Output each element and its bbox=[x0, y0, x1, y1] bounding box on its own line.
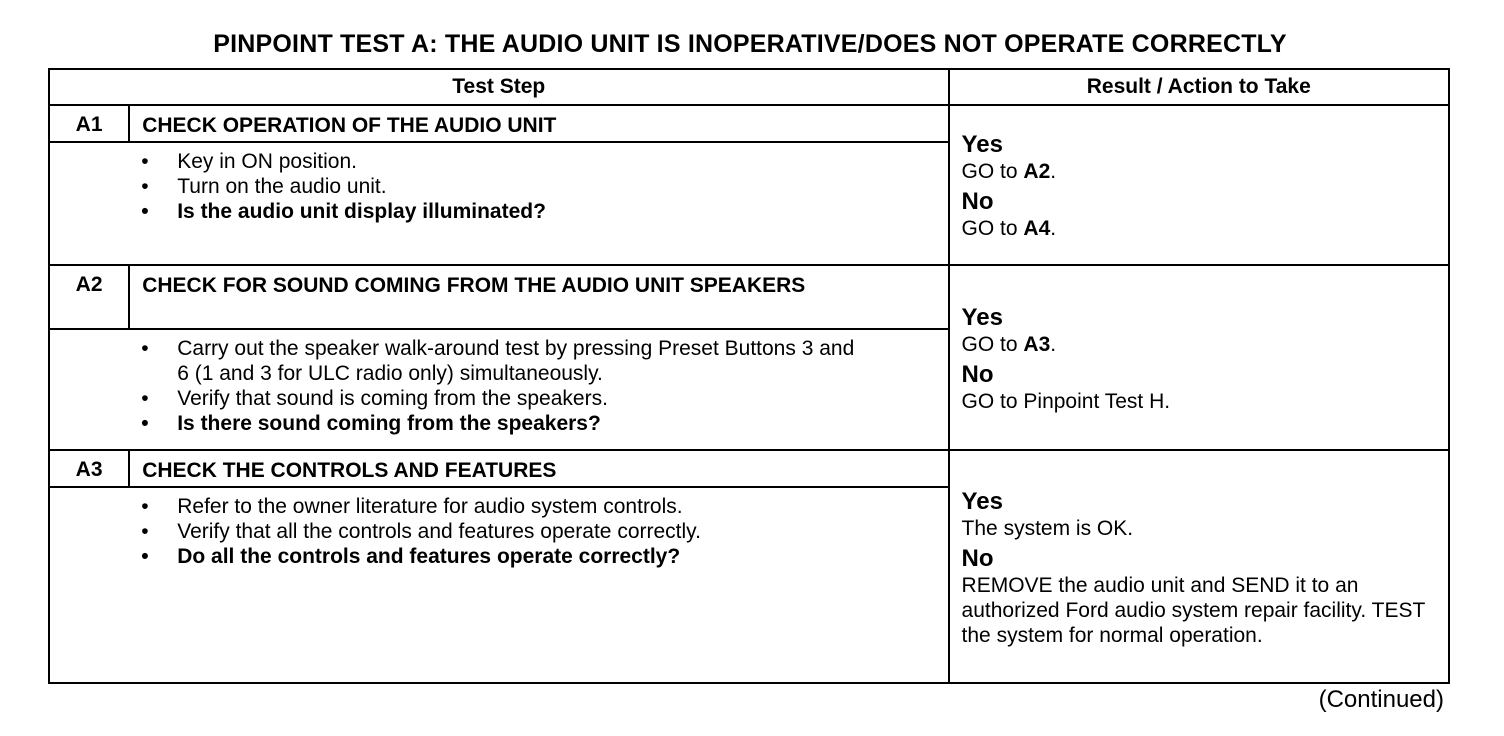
continued-note: (Continued) bbox=[1318, 686, 1444, 713]
step-body: Refer to the owner literature for audio … bbox=[129, 486, 950, 684]
step-heading: CHECK OPERATION OF THE AUDIO UNIT bbox=[128, 104, 950, 143]
step-a1: A1 CHECK OPERATION OF THE AUDIO UNIT Yes… bbox=[47, 104, 1451, 266]
no-label: No bbox=[961, 188, 994, 215]
step-result: Yes GO to A2. No GO to A4. bbox=[947, 104, 1451, 266]
step-a3: A3 CHECK THE CONTROLS AND FEATURES Yes T… bbox=[47, 449, 1451, 684]
yes-action: GO to A2. bbox=[961, 160, 1057, 183]
step-question: Do all the controls and features operate… bbox=[141, 544, 935, 569]
no-label: No bbox=[961, 544, 994, 572]
list-item: Key in ON position. bbox=[141, 149, 935, 174]
step-bullets: Key in ON position. Turn on the audio un… bbox=[141, 149, 935, 224]
step-body-spacer bbox=[47, 141, 130, 266]
step-result: Yes The system is OK. No REMOVE the audi… bbox=[947, 449, 1451, 684]
step-heading: CHECK FOR SOUND COMING FROM THE AUDIO UN… bbox=[128, 264, 950, 330]
step-id: A1 bbox=[47, 104, 131, 143]
no-action: REMOVE the audio unit and SEND it to an … bbox=[961, 573, 1425, 647]
header-test-step: Test Step bbox=[48, 68, 950, 106]
step-body-spacer bbox=[47, 486, 130, 684]
no-action: GO to A4. bbox=[961, 217, 1057, 240]
table-header-row: Test Step Result / Action to Take bbox=[48, 68, 1451, 106]
pinpoint-test-table: Test Step Result / Action to Take A1 CHE… bbox=[47, 68, 1451, 684]
step-question: Is the audio unit display illuminated? bbox=[141, 199, 935, 224]
step-question: Is there sound coming from the speakers? bbox=[141, 411, 861, 436]
step-id: A3 bbox=[47, 449, 131, 488]
step-bullets: Refer to the owner literature for audio … bbox=[141, 494, 935, 569]
step-id: A2 bbox=[47, 264, 131, 330]
page-title: PINPOINT TEST A: THE AUDIO UNIT IS INOPE… bbox=[213, 30, 1287, 58]
yes-action: GO to A3. bbox=[961, 332, 1057, 356]
no-action: GO to Pinpoint Test H. bbox=[961, 389, 1171, 413]
step-body: Carry out the speaker walk-around test b… bbox=[129, 328, 950, 451]
step-body-spacer bbox=[47, 328, 130, 451]
no-label: No bbox=[961, 360, 994, 388]
yes-label: Yes bbox=[961, 131, 1003, 158]
list-item: Turn on the audio unit. bbox=[141, 174, 935, 199]
step-a2: A2 CHECK FOR SOUND COMING FROM THE AUDIO… bbox=[47, 264, 1451, 451]
yes-action: The system is OK. bbox=[961, 516, 1134, 540]
list-item: Refer to the owner literature for audio … bbox=[141, 494, 935, 519]
step-body: Key in ON position. Turn on the audio un… bbox=[129, 141, 950, 266]
header-result: Result / Action to Take bbox=[947, 68, 1451, 106]
step-bullets: Carry out the speaker walk-around test b… bbox=[141, 336, 861, 436]
step-heading: CHECK THE CONTROLS AND FEATURES bbox=[128, 449, 950, 488]
list-item: Carry out the speaker walk-around test b… bbox=[141, 336, 861, 386]
list-item: Verify that all the controls and feature… bbox=[141, 519, 935, 544]
yes-label: Yes bbox=[961, 487, 1003, 515]
step-result: Yes GO to A3. No GO to Pinpoint Test H. bbox=[947, 264, 1451, 451]
yes-label: Yes bbox=[961, 303, 1003, 331]
list-item: Verify that sound is coming from the spe… bbox=[141, 386, 861, 411]
